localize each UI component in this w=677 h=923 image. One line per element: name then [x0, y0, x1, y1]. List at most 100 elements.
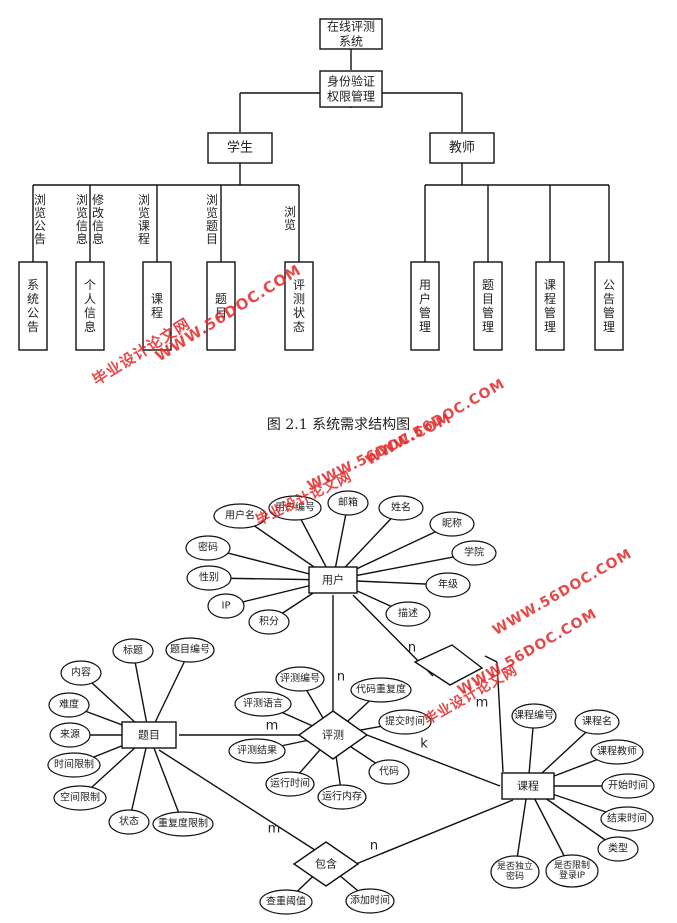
user-entity-label: 用户: [322, 573, 344, 587]
user-attribute: [207, 593, 245, 619]
user-attribute: [327, 490, 369, 516]
student-function-label: 息: [92, 231, 104, 246]
eval-relationship-label: 评测: [322, 729, 344, 742]
course-attribute-label: 是否独立: [497, 860, 533, 872]
teacher-module-label: 理: [603, 320, 615, 334]
eval-attribute: [368, 759, 410, 785]
user-attribute: [425, 572, 471, 598]
student-function-label: 题: [206, 219, 218, 233]
student-function-label: 告: [34, 232, 46, 246]
student-module-label: 目: [215, 306, 227, 320]
connector-line: [158, 749, 319, 853]
user-attribute-label: 学院: [464, 546, 484, 559]
student-module-box: [18, 261, 48, 351]
user-attribute: [429, 511, 475, 537]
attribute-line: [148, 734, 184, 825]
user-attribute-label: 性别: [199, 571, 219, 584]
eval-attribute: [265, 771, 315, 797]
problem-attribute: [112, 638, 154, 664]
student-module-label: 人: [84, 292, 96, 306]
teacher-module-label: 管: [482, 305, 494, 320]
student-function-label: 浏: [138, 193, 150, 207]
eval-attribute-label: 提交时间: [385, 715, 425, 728]
root-node: [319, 18, 383, 50]
contain-attribute-label: 查重阈值: [266, 895, 306, 908]
contain-relationship-label: 包含: [315, 857, 337, 871]
eval-attribute-label: 代码: [379, 766, 399, 778]
teacher-module-label: 理: [544, 320, 556, 334]
attribute-line: [132, 650, 150, 736]
student-module-label: 题: [215, 292, 227, 306]
student-function-label: 览: [138, 205, 150, 220]
course-attribute: [511, 703, 557, 729]
eval-attribute-label: 运行时间: [270, 777, 310, 790]
cardinality-label: m: [266, 719, 279, 734]
root-node-label: 在线评测: [327, 20, 375, 34]
user-attribute-label: 用户编号: [275, 501, 315, 514]
course-attribute: [597, 836, 639, 862]
user-attribute-label: 密码: [198, 541, 218, 554]
student-function-label: 浏: [284, 205, 296, 219]
root-node-label: 系统: [339, 35, 363, 49]
user-attribute: [451, 540, 497, 566]
student-function-label: 目: [206, 232, 218, 246]
eval-attribute: [350, 677, 412, 703]
contain-attribute: [259, 889, 313, 915]
student-function-label: 览: [206, 205, 218, 220]
cardinality-label: n: [370, 839, 378, 854]
user-attribute: [248, 609, 290, 635]
student-function-label: 浏: [34, 193, 46, 207]
eval-attribute-label: 评测编号: [280, 672, 320, 685]
user-attribute-label: 昵称: [442, 517, 462, 530]
problem-attribute: [49, 722, 91, 748]
student-node: [207, 132, 273, 164]
student-module-box: [284, 261, 314, 351]
course-attribute-label: 课程名: [582, 715, 612, 728]
user-attribute-label: 邮箱: [338, 496, 358, 509]
teacher-module-label: 告: [603, 292, 615, 306]
user-attribute: [213, 503, 267, 529]
student-module-label: 统: [27, 292, 39, 306]
problem-attribute: [60, 660, 102, 686]
user-attribute: [268, 495, 322, 521]
teacher-module-label: 户: [419, 291, 431, 306]
eval-attribute: [234, 691, 292, 717]
problem-attribute-label: 空间限制: [60, 791, 100, 804]
problem-attribute-label: 内容: [71, 666, 91, 679]
teacher-module-label: 管: [419, 305, 431, 320]
course-attribute: [490, 855, 540, 889]
eval-attribute: [228, 738, 286, 764]
eval-attribute: [317, 784, 367, 810]
course-attribute: [590, 739, 644, 765]
student-module-label: 系: [27, 278, 39, 292]
teacher-module-label: 题: [482, 278, 494, 292]
student-function-label: 息: [76, 231, 88, 246]
teacher-module-label: 管: [603, 305, 615, 320]
course-attribute-label: 开始时间: [608, 779, 648, 792]
student-module-label: 程: [151, 305, 163, 320]
teacher-module-box: [594, 261, 624, 351]
course-attribute-label: 是否限制: [554, 859, 590, 871]
student-function-label: 公: [34, 219, 46, 233]
student-module-box: [142, 261, 172, 351]
course-attribute: [601, 773, 655, 799]
student-module-label: 课: [151, 292, 163, 306]
problem-attribute-label: 难度: [59, 698, 79, 711]
student-function-label: 修: [92, 192, 104, 207]
teacher-node: [429, 132, 495, 164]
attribute-line: [128, 734, 150, 823]
problem-attribute-label: 标题: [123, 645, 143, 657]
teacher-module-label: 理: [482, 320, 494, 334]
contain-attribute: [345, 888, 395, 914]
problem-attribute-label: 重复度限制: [158, 817, 208, 830]
connector-line: [355, 799, 514, 865]
student-function-label: 浏: [76, 193, 88, 207]
course-entity: [501, 772, 555, 800]
attribute-line: [148, 649, 191, 736]
course-attribute: [574, 709, 620, 735]
course-attribute-label: 结束时间: [607, 812, 647, 825]
cardinality-label: m: [268, 822, 281, 837]
course-attribute: [600, 806, 654, 832]
connector-line: [366, 734, 501, 787]
